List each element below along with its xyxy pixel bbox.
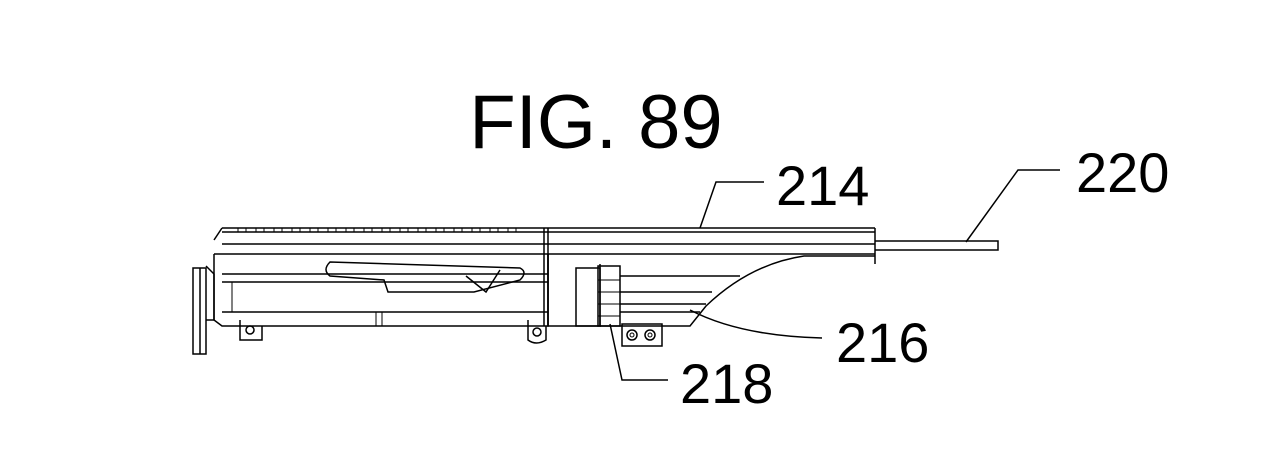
rail-tooth (309, 227, 319, 233)
leader-216 (689, 309, 823, 339)
receiver-body (213, 228, 549, 344)
label-218: 218 (680, 352, 773, 415)
label-214: 214 (776, 154, 869, 217)
rail-tooth (399, 227, 409, 233)
forward-housing (547, 254, 875, 347)
rail-tooth (291, 227, 301, 233)
rail-tooth (381, 227, 391, 233)
rail-tooth (237, 227, 247, 233)
rail-tooth (453, 227, 463, 233)
rail-tooth (345, 227, 355, 233)
rail-tooth (471, 227, 481, 233)
rod (875, 240, 999, 251)
rail-tooth (435, 227, 445, 233)
rail-tooth (273, 227, 283, 233)
device-assembly (192, 227, 999, 355)
rail-tooth (507, 227, 517, 233)
leader-lines (609, 169, 1060, 381)
rail-tooth (255, 227, 265, 233)
label-220: 220 (1076, 141, 1169, 204)
rail-tooth (363, 227, 373, 233)
rail-teeth (237, 227, 517, 233)
leader-220 (965, 169, 1060, 243)
rail-tooth (489, 227, 499, 233)
label-216: 216 (836, 311, 929, 374)
leader-214 (699, 181, 764, 229)
rail-tooth (417, 227, 427, 233)
rail-tooth (327, 227, 337, 233)
leader-218 (609, 323, 668, 381)
figure-title: FIG. 89 (469, 80, 722, 165)
stock-plate (192, 227, 223, 355)
